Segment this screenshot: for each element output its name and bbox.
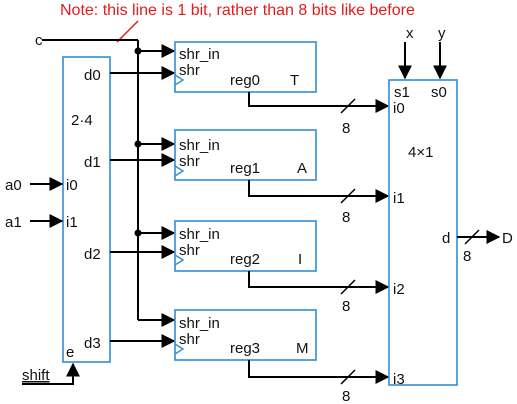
mux-out-d: d <box>442 230 450 247</box>
mux-in-i1: i1 <box>393 190 405 207</box>
register-shr-in-label: shr_in <box>179 46 220 63</box>
decoder-in-i0: i0 <box>66 177 78 194</box>
register-shr-in-label: shr_in <box>179 315 220 332</box>
clock-icon <box>174 343 185 355</box>
mux-s1: s1 <box>394 84 410 101</box>
junction-dot <box>134 229 142 237</box>
register-tag: M <box>296 340 309 357</box>
bus-width-label: 8 <box>342 298 350 315</box>
register-box <box>174 309 317 361</box>
register-box <box>174 41 317 93</box>
output-D-label: D <box>502 230 513 247</box>
clock-icon <box>174 254 185 266</box>
register-reg1: shr_in shr reg1 A <box>174 129 317 181</box>
bus-width-slash <box>464 229 480 245</box>
shift-wire <box>22 362 80 385</box>
register-name: reg1 <box>230 160 260 177</box>
register-box <box>174 129 317 181</box>
input-y-label: y <box>438 25 446 42</box>
register-reg0: shr_in shr reg0 T <box>174 41 317 93</box>
register-tag: T <box>290 72 299 89</box>
register-shr-label: shr <box>179 153 200 170</box>
register-reg3: shr_in shr reg3 M <box>174 309 317 361</box>
bus-width-slash <box>340 369 356 385</box>
reg3-output-bus <box>248 360 390 384</box>
register-reg2: shr_in shr reg2 I <box>174 220 317 272</box>
bus-width-slash <box>340 98 356 114</box>
clock-icon <box>174 165 185 177</box>
decoder-enable: e <box>66 344 74 361</box>
bus-width-label: 8 <box>342 209 350 226</box>
decoder-in-i1: i1 <box>66 214 78 231</box>
bus-width-slash <box>340 279 356 295</box>
note-pointer <box>116 20 139 43</box>
junction-dot <box>134 140 142 148</box>
decoder-out-d3: d3 <box>84 335 101 352</box>
decoder-out-d0: d0 <box>84 67 101 84</box>
register-shr-in-label: shr_in <box>179 137 220 154</box>
bus-width-label: 8 <box>342 120 350 137</box>
register-box <box>174 220 317 272</box>
register-name: reg0 <box>230 72 260 89</box>
mux-in-i3: i3 <box>393 371 405 388</box>
decoder-label: 2·4 <box>71 112 93 129</box>
register-shr-label: shr <box>179 242 200 259</box>
reg0-output-bus <box>248 92 390 113</box>
reg1-output-bus <box>248 180 390 203</box>
input-shift-label: shift <box>22 367 50 384</box>
decoder-out-d1: d1 <box>84 154 101 171</box>
decoder-out-d2: d2 <box>84 246 101 263</box>
input-a1-label: a1 <box>5 214 22 231</box>
mux-in-i0: i0 <box>393 100 405 117</box>
register-name: reg3 <box>230 340 260 357</box>
clock-icon <box>174 74 185 86</box>
reg2-output-bus <box>248 271 390 294</box>
register-tag: I <box>298 251 302 268</box>
bus-width-slash <box>340 188 356 204</box>
register-shr-label: shr <box>179 62 200 79</box>
bus-width-label: 8 <box>342 388 350 404</box>
register-tag: A <box>297 160 307 177</box>
register-shr-label: shr <box>179 331 200 348</box>
junction-dot <box>134 47 142 55</box>
decoder-box <box>62 56 111 363</box>
input-x-label: x <box>406 25 414 42</box>
mux-s0: s0 <box>431 84 447 101</box>
mux-label: 4×1 <box>408 144 433 161</box>
input-c-label: c <box>35 32 43 49</box>
register-shr-in-label: shr_in <box>179 226 220 243</box>
mux-box <box>388 79 458 386</box>
mux-in-i2: i2 <box>393 281 405 298</box>
note-text: Note: this line is 1 bit, rather than 8 … <box>60 2 415 19</box>
input-a0-label: a0 <box>5 177 22 194</box>
register-name: reg2 <box>230 251 260 268</box>
mux-out-width: 8 <box>463 248 471 265</box>
